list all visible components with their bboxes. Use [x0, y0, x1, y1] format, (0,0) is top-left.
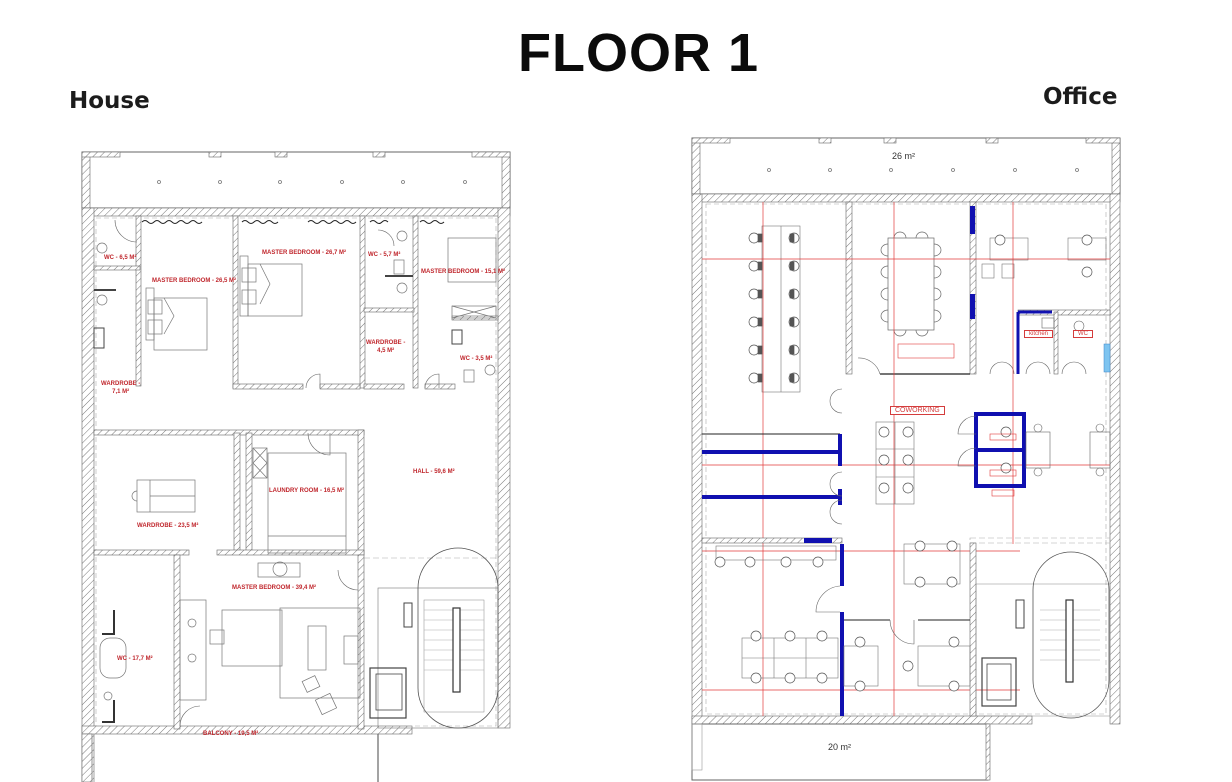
terrace-top-area: 26 m²: [892, 151, 916, 161]
office-floor-plan: 26 m² 20 m² COWORKING kitchen WC: [690, 134, 1130, 782]
room-label-wc-3: WC - 3,5 M²: [460, 356, 493, 362]
kitchen-tag: kitchen: [1024, 330, 1054, 338]
house-plan-label: House: [69, 88, 150, 114]
room-label-hall: HALL - 59,6 M²: [413, 469, 455, 475]
room-label-master-bedroom-1: MASTER BEDROOM - 26,5 M²: [152, 278, 237, 284]
office-plan-label: Office: [1043, 84, 1118, 110]
room-label-master-bedroom-2: MASTER BEDROOM - 26,7 M²: [262, 250, 347, 256]
wc-tag: WC: [1073, 330, 1093, 338]
room-label-wardrobe-small: WARDROBE - 4,5 M²: [366, 340, 406, 354]
room-label-master-bedroom-3: MASTER BEDROOM - 15,1 M²: [421, 269, 506, 275]
office-plan-drawing: [691, 137, 1121, 781]
room-label-laundry-room: LAUNDRY ROOM - 16,5 M²: [269, 488, 345, 494]
room-label-balcony: BALCONY - 19,5 M²: [203, 731, 259, 737]
house-floor-plan: WC - 6,5 M² MASTER BEDROOM - 26,5 M² MAS…: [80, 148, 520, 782]
room-label-master-bedroom-4: MASTER BEDROOM - 39,4 M²: [232, 585, 317, 591]
house-plan-drawing: [81, 151, 511, 782]
room-label-wardrobe-large: WARDROBE - 23,5 M²: [137, 523, 199, 529]
room-label-wc-2: WC - 5,7 M²: [368, 252, 401, 258]
room-label-wc-1: WC - 6,5 M²: [104, 255, 137, 261]
room-label-wc-4: WC - 17,7 M²: [117, 656, 153, 662]
room-label-wardrobe-left: WARDROBE - 7,1 M²: [101, 381, 141, 395]
terrace-bottom-area: 20 m²: [828, 742, 852, 752]
page-title: FLOOR 1: [517, 23, 759, 83]
coworking-tag: COWORKING: [890, 406, 945, 415]
